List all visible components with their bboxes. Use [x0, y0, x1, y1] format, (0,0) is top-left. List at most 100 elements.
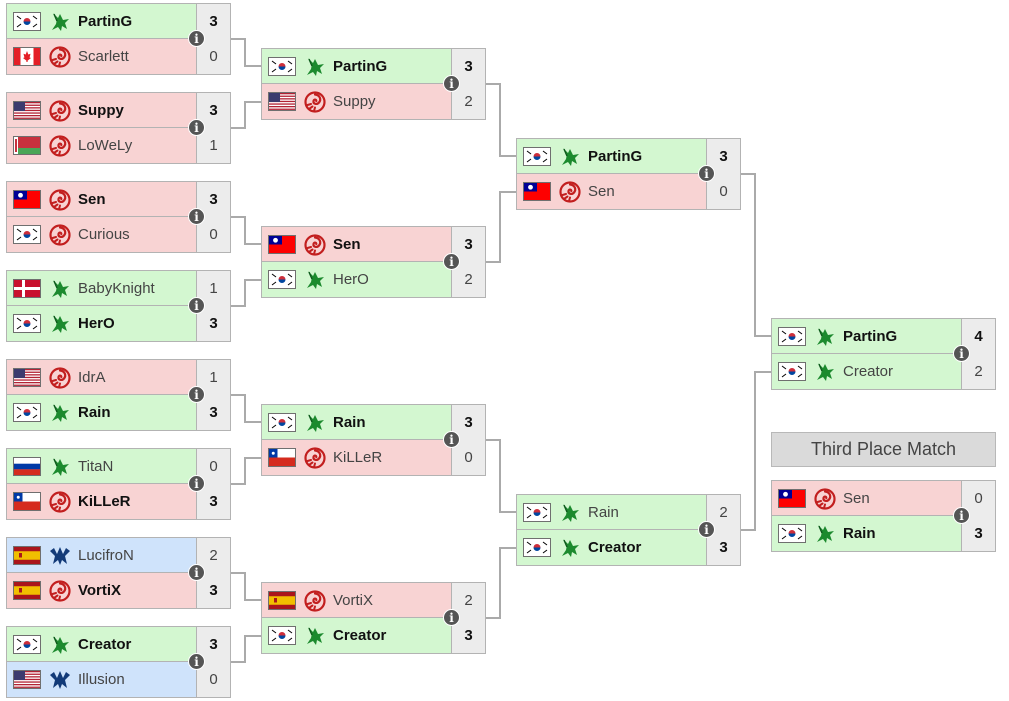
- terran-race-icon: [48, 544, 72, 568]
- match-info-icon[interactable]: i: [953, 507, 970, 524]
- protoss-race-icon: [48, 455, 72, 479]
- match-info-icon[interactable]: i: [188, 564, 205, 581]
- player-name[interactable]: Sen: [78, 191, 106, 208]
- match-info-icon[interactable]: i: [443, 431, 460, 448]
- player-name[interactable]: Creator: [333, 627, 387, 644]
- player-name[interactable]: KiLLeR: [333, 449, 383, 466]
- match-info-icon[interactable]: i: [443, 75, 460, 92]
- match-info-icon[interactable]: i: [698, 165, 715, 182]
- match-info-icon[interactable]: i: [698, 521, 715, 538]
- connector-line: [231, 216, 261, 245]
- south-korea-flag-icon: [523, 147, 551, 166]
- player-name[interactable]: Illusion: [78, 671, 125, 688]
- protoss-race-icon: [48, 633, 72, 657]
- connector-line: [231, 279, 261, 307]
- zerg-race-icon: [303, 233, 327, 257]
- zerg-race-icon: [48, 579, 72, 603]
- united-states-flag-icon: [268, 92, 296, 111]
- south-korea-flag-icon: [523, 503, 551, 522]
- connector-line: [486, 439, 516, 513]
- player-name[interactable]: Curious: [78, 226, 130, 243]
- player-name[interactable]: Sen: [588, 183, 615, 200]
- player-name[interactable]: HerO: [78, 315, 115, 332]
- player-name[interactable]: Creator: [78, 636, 132, 653]
- match-info-icon[interactable]: i: [188, 653, 205, 670]
- player-name[interactable]: Sen: [333, 236, 361, 253]
- south-korea-flag-icon: [268, 413, 296, 432]
- player-name[interactable]: Suppy: [78, 102, 124, 119]
- player-name[interactable]: Rain: [333, 414, 366, 431]
- match-info-icon[interactable]: i: [188, 475, 205, 492]
- player-name[interactable]: Scarlett: [78, 48, 129, 65]
- player-name[interactable]: Creator: [843, 363, 894, 380]
- protoss-race-icon: [303, 624, 327, 648]
- zerg-race-icon: [303, 90, 327, 114]
- south-korea-flag-icon: [13, 12, 41, 31]
- protoss-race-icon: [558, 536, 582, 560]
- protoss-race-icon: [48, 401, 72, 425]
- match-info-icon[interactable]: i: [188, 30, 205, 47]
- player-name[interactable]: VortiX: [333, 592, 374, 609]
- player-name[interactable]: VortiX: [78, 582, 122, 599]
- south-korea-flag-icon: [13, 314, 41, 333]
- taiwan-flag-icon: [778, 489, 806, 508]
- player-name[interactable]: IdrA: [78, 369, 106, 386]
- player-name[interactable]: PartinG: [333, 58, 388, 75]
- zerg-race-icon: [48, 134, 72, 158]
- zerg-race-icon: [48, 45, 72, 69]
- united-states-flag-icon: [13, 368, 41, 387]
- player-name[interactable]: Suppy: [333, 93, 376, 110]
- player-name[interactable]: KiLLeR: [78, 493, 131, 510]
- player-name[interactable]: BabyKnight: [78, 280, 155, 297]
- connector-line: [231, 635, 261, 663]
- south-korea-flag-icon: [778, 327, 806, 346]
- protoss-race-icon: [558, 501, 582, 525]
- protoss-race-icon: [48, 10, 72, 34]
- match-info-icon[interactable]: i: [188, 297, 205, 314]
- player-name[interactable]: LoWeLy: [78, 137, 133, 154]
- south-korea-flag-icon: [778, 524, 806, 543]
- protoss-race-icon: [48, 277, 72, 301]
- match-info-icon[interactable]: i: [188, 386, 205, 403]
- connector-line: [231, 572, 261, 601]
- match-info-icon[interactable]: i: [953, 345, 970, 362]
- player-name[interactable]: HerO: [333, 271, 369, 288]
- player-name[interactable]: Rain: [78, 404, 111, 421]
- connector-line: [486, 547, 516, 619]
- player-name[interactable]: PartinG: [588, 148, 643, 165]
- player-name[interactable]: Rain: [588, 504, 619, 521]
- connector-line: [486, 83, 516, 157]
- player-name[interactable]: Sen: [843, 490, 870, 507]
- player-name[interactable]: TitaN: [78, 458, 114, 475]
- south-korea-flag-icon: [523, 538, 551, 557]
- match-info-icon[interactable]: i: [443, 609, 460, 626]
- match-info-icon[interactable]: i: [188, 208, 205, 225]
- spain-flag-icon: [268, 591, 296, 610]
- south-korea-flag-icon: [268, 57, 296, 76]
- denmark-flag-icon: [13, 279, 41, 298]
- player-name[interactable]: LucifroN: [78, 547, 134, 564]
- player-name[interactable]: Rain: [843, 525, 876, 542]
- match-info-icon[interactable]: i: [443, 253, 460, 270]
- zerg-race-icon: [303, 446, 327, 470]
- connector-line: [231, 394, 261, 423]
- player-name[interactable]: PartinG: [843, 328, 898, 345]
- third-place-header: Third Place Match: [771, 432, 996, 467]
- match-info-icon[interactable]: i: [188, 119, 205, 136]
- player-name[interactable]: Creator: [588, 539, 642, 556]
- player-name[interactable]: PartinG: [78, 13, 133, 30]
